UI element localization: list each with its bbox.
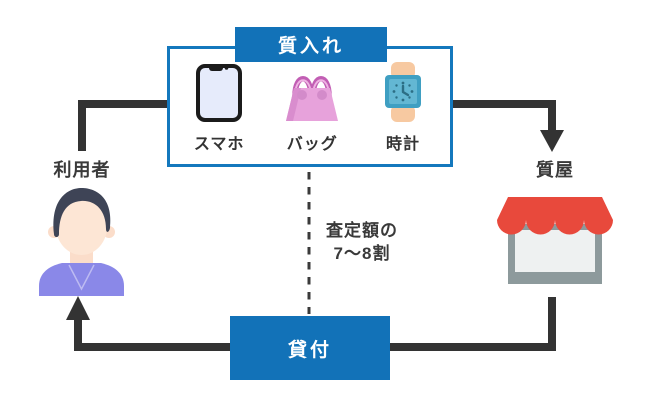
- item-label: バッグ: [286, 136, 338, 153]
- appraisal-note: 査定額の 7～8割: [312, 220, 412, 266]
- pledge-items-box: スマホ バッグ: [167, 46, 453, 167]
- pledge-item-handbag: バッグ: [280, 61, 344, 154]
- item-label: スマホ: [193, 136, 245, 153]
- pawnshop-label: 質屋: [536, 160, 574, 180]
- pledge-item-smartphone: スマホ: [194, 61, 245, 154]
- loan-box: 貸付: [230, 316, 390, 380]
- watch-icon: [380, 61, 426, 123]
- user-label: 利用者: [53, 160, 111, 180]
- shop-icon: [497, 197, 613, 284]
- item-label: 時計: [386, 136, 421, 153]
- person-icon: [39, 187, 124, 296]
- smartphone-icon: [194, 61, 244, 123]
- pledge-header: 質入れ: [235, 27, 387, 62]
- pledge-item-watch: 時計: [380, 61, 426, 154]
- appraisal-note-line2: 7～8割: [333, 243, 391, 263]
- appraisal-note-line1: 査定額の: [326, 221, 398, 240]
- handbag-icon: [280, 61, 344, 123]
